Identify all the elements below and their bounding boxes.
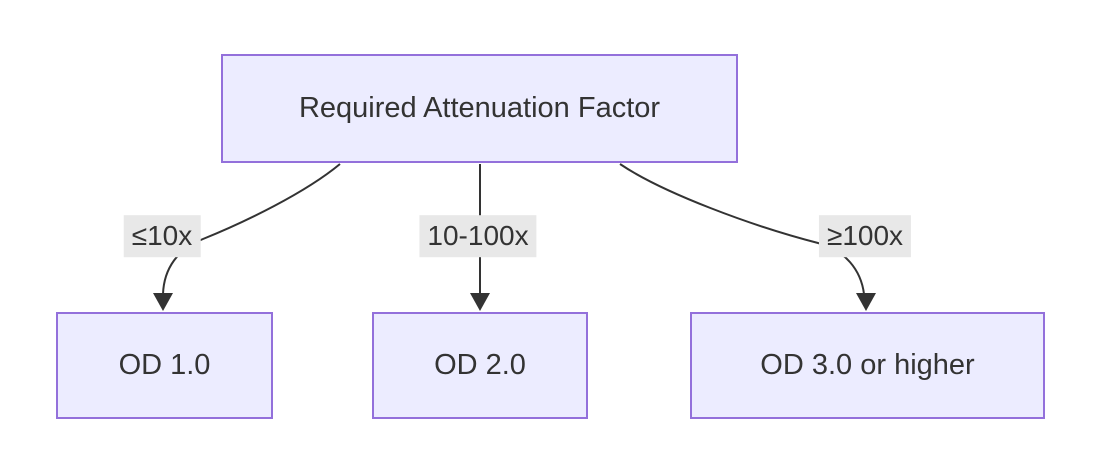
edge-root-od1 xyxy=(162,163,341,295)
edge-label-text: 10-100x xyxy=(427,220,529,252)
arrowhead-od2 xyxy=(470,293,490,311)
arrowhead-od1 xyxy=(153,293,173,311)
edge-root-od3 xyxy=(619,163,865,295)
node-required-attenuation-factor: Required Attenuation Factor xyxy=(221,54,738,163)
node-label: OD 1.0 xyxy=(118,349,211,381)
node-od-3-0-or-higher: OD 3.0 or higher xyxy=(690,312,1045,419)
arrowhead-od3 xyxy=(856,293,876,311)
edge-label-text: ≥100x xyxy=(826,220,904,252)
edge-label-ge-100x: ≥100x xyxy=(818,215,912,257)
node-label: OD 3.0 or higher xyxy=(760,349,975,381)
node-od-2-0: OD 2.0 xyxy=(372,312,588,419)
node-label: Required Attenuation Factor xyxy=(298,92,661,124)
edge-label-10-100x: 10-100x xyxy=(419,215,537,257)
edge-label-text: ≤10x xyxy=(131,220,193,252)
node-od-1-0: OD 1.0 xyxy=(56,312,273,419)
node-label: OD 2.0 xyxy=(434,349,526,381)
edge-label-le-10x: ≤10x xyxy=(123,215,201,257)
